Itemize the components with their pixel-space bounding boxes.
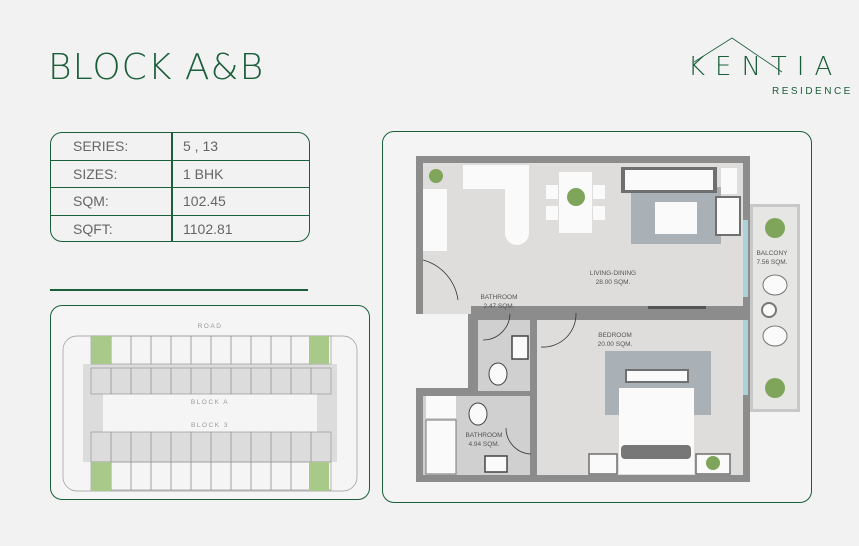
divider (50, 289, 308, 291)
keyplan-unit (250, 335, 272, 365)
keyplan-unit (110, 461, 132, 491)
keyplan-unit (230, 335, 252, 365)
room-area: 7.56 SQM. (756, 259, 787, 266)
room-name: BEDROOM (598, 332, 632, 339)
keyplan-unit (190, 461, 212, 491)
keyplan-unit (230, 461, 252, 491)
spec-table: SERIES: 5 , 13 SIZES: 1 BHK SQM: 102.45 SQF… (50, 132, 310, 242)
room-name: BATHROOM (465, 432, 502, 439)
keyplan-unit (270, 335, 292, 365)
room-area: 4.94 SQM. (468, 441, 499, 448)
keyplan-unit (130, 461, 152, 491)
spec-label: SERIES: (51, 133, 173, 160)
keyplan-unit (310, 367, 332, 395)
room-area: 28.00 SQM. (596, 279, 631, 286)
keyplan-unit (110, 335, 132, 365)
spec-label: SQM: (51, 188, 173, 215)
keyplan-unit (190, 335, 212, 365)
keyplan-unit (170, 461, 192, 491)
spec-label: SIZES: (51, 160, 173, 187)
keyplan-unit (130, 335, 152, 365)
keyplan-unit (270, 461, 292, 491)
block-b-label: BLOCK 3 (191, 422, 229, 429)
spec-value: 5 , 13 (183, 138, 219, 154)
keyplan-unit (210, 335, 232, 365)
spec-value: 1102.81 (183, 220, 233, 237)
keyplan-unit (150, 461, 172, 491)
block-a-label: BLOCK A (191, 399, 229, 406)
logo-subtitle: RESIDENCE (772, 86, 853, 97)
spec-row-sqft: SQFT: 1102.81 (51, 215, 309, 241)
spec-row-sqm: SQM: 102.45 (51, 188, 309, 216)
keyplan-unit (210, 461, 232, 491)
room-name: BATHROOM (480, 294, 517, 301)
road-label: ROAD (198, 323, 223, 330)
room-name: BALCONY (756, 250, 788, 257)
spec-value: 102.45 (183, 193, 226, 209)
spec-value: 1 BHK (183, 165, 224, 182)
keyplan-unit (170, 335, 192, 365)
keyplan-unit (250, 461, 272, 491)
keyplan-unit (150, 335, 172, 365)
floor-plan: LIVING-DINING 28.00 SQM. BATHROOM 2.47 S… (382, 131, 812, 503)
room-name: LIVING-DINING (590, 270, 636, 277)
logo-word: KENTIA (688, 52, 843, 82)
spec-label: SQFT: (51, 215, 173, 241)
room-area: 20.00 SQM. (598, 341, 633, 348)
spec-row-series: SERIES: 5 , 13 (51, 133, 309, 161)
kentia-logo: KENTIA RESIDENCE (686, 36, 856, 98)
keyplan-unit (290, 461, 312, 491)
key-plan: ROAD BLOCK A BLOCK 3 (50, 305, 370, 500)
page-title: BLOCK A&B (48, 47, 265, 88)
spec-row-sizes: SIZES: 1 BHK (51, 160, 309, 188)
keyplan-unit (290, 335, 312, 365)
roof-icon (693, 37, 783, 73)
room-area: 2.47 SQM. (483, 303, 514, 310)
